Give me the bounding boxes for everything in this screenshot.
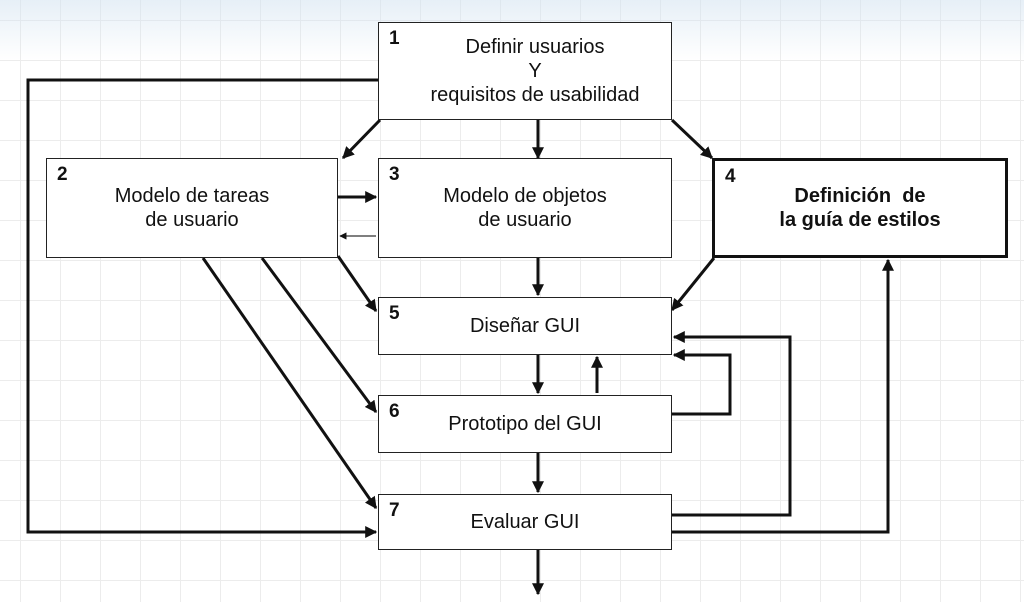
box-label: Definición de — [794, 185, 926, 207]
step-number: 2 — [57, 164, 68, 185]
arrow-1-to-2 — [341, 118, 382, 160]
arrow-4-to-5 — [670, 257, 716, 311]
box-style-guide: 4 Definición de la guía de estilos — [712, 158, 1008, 258]
box-prototype-gui: 6 Prototipo del GUI — [378, 395, 672, 453]
box-label: Prototipo del GUI — [448, 413, 602, 435]
box-task-model: 2 Modelo de tareas de usuario — [46, 158, 338, 258]
arrow-6-feedback-to-5 — [672, 349, 732, 416]
box-label: Evaluar GUI — [470, 511, 580, 533]
arrow-2-to-7 — [201, 257, 378, 509]
step-number: 7 — [389, 500, 400, 521]
arrow-7-feedback-to-5 — [672, 331, 792, 517]
box-label: Y — [528, 60, 542, 82]
arrow-1-to-4 — [670, 118, 714, 160]
box-label: requisitos de usabilidad — [430, 84, 640, 106]
arrow-2-to-6 — [260, 257, 378, 413]
box-design-gui: 5 Diseñar GUI — [378, 297, 672, 355]
box-evaluate-gui: 7 Evaluar GUI — [378, 494, 672, 550]
arrow-2-to-5 — [336, 255, 378, 312]
arrow-1-to-7-loop — [26, 78, 380, 538]
box-label: de usuario — [145, 209, 239, 231]
box-label: la guía de estilos — [779, 209, 941, 231]
arrow-7-feedback-to-4 — [672, 258, 894, 534]
box-define-users: 1 Definir usuarios Y requisitos de usabi… — [378, 22, 672, 120]
step-number: 1 — [389, 28, 400, 49]
box-label: de usuario — [478, 209, 572, 231]
box-object-model: 3 Modelo de objetos de usuario — [378, 158, 672, 258]
step-number: 4 — [725, 166, 736, 187]
box-label: Modelo de objetos — [443, 185, 607, 207]
box-label: Modelo de tareas — [114, 185, 270, 207]
step-number: 6 — [389, 401, 400, 422]
step-number: 3 — [389, 164, 400, 185]
box-label: Diseñar GUI — [469, 315, 581, 337]
step-number: 5 — [389, 303, 400, 324]
box-label: Definir usuarios — [465, 36, 605, 58]
